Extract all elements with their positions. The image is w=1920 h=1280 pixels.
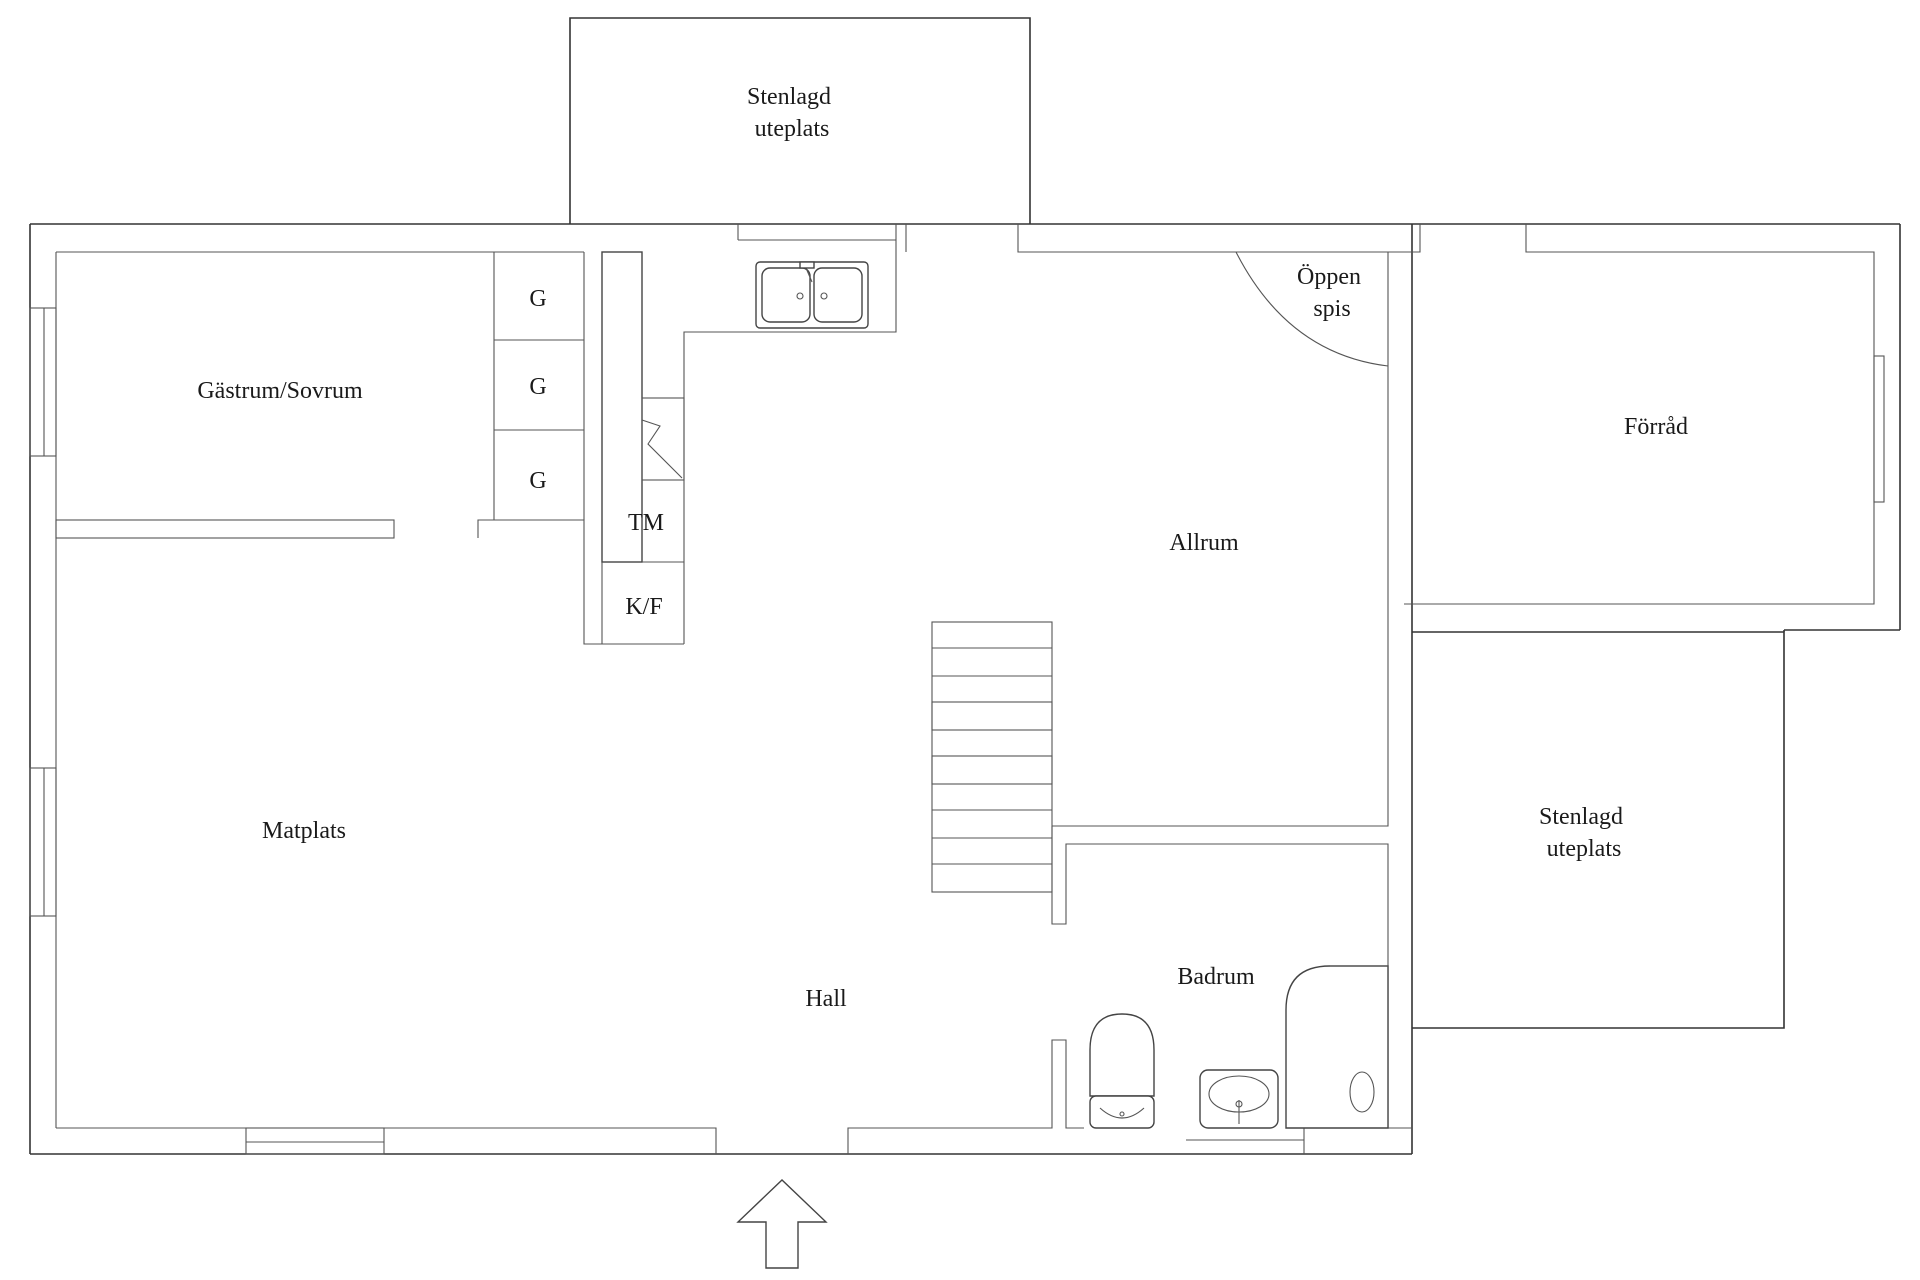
toilet	[1089, 1013, 1155, 1129]
hall-label: Hall	[805, 986, 847, 1012]
storage-label: Förråd	[1624, 414, 1688, 440]
living-room-label: Allrum	[1169, 530, 1239, 556]
patio-top-label: Stenlagd uteplats	[747, 84, 837, 142]
fireplace-label: Öppen spis	[1297, 264, 1367, 322]
entrance-arrow-icon	[736, 1179, 828, 1269]
shower	[1285, 965, 1389, 1129]
kitchen-sink	[755, 261, 869, 329]
tm-label: TM	[628, 510, 664, 536]
kf-label: K/F	[625, 594, 662, 620]
inner-walls	[29, 224, 1885, 1155]
bathroom-label: Badrum	[1177, 964, 1255, 990]
patio-right-label: Stenlagd uteplats	[1539, 804, 1629, 862]
patio-top	[569, 17, 1031, 224]
outer-walls	[29, 223, 1901, 1155]
guest-room-label: Gästrum/Sovrum	[197, 378, 363, 404]
wardrobe-label-2: G	[529, 374, 546, 400]
staircase	[931, 621, 1053, 893]
dining-label: Matplats	[262, 818, 346, 844]
bathroom-sink	[1199, 1069, 1279, 1129]
wardrobe-label-1: G	[529, 286, 546, 312]
wardrobe-label-3: G	[529, 468, 546, 494]
